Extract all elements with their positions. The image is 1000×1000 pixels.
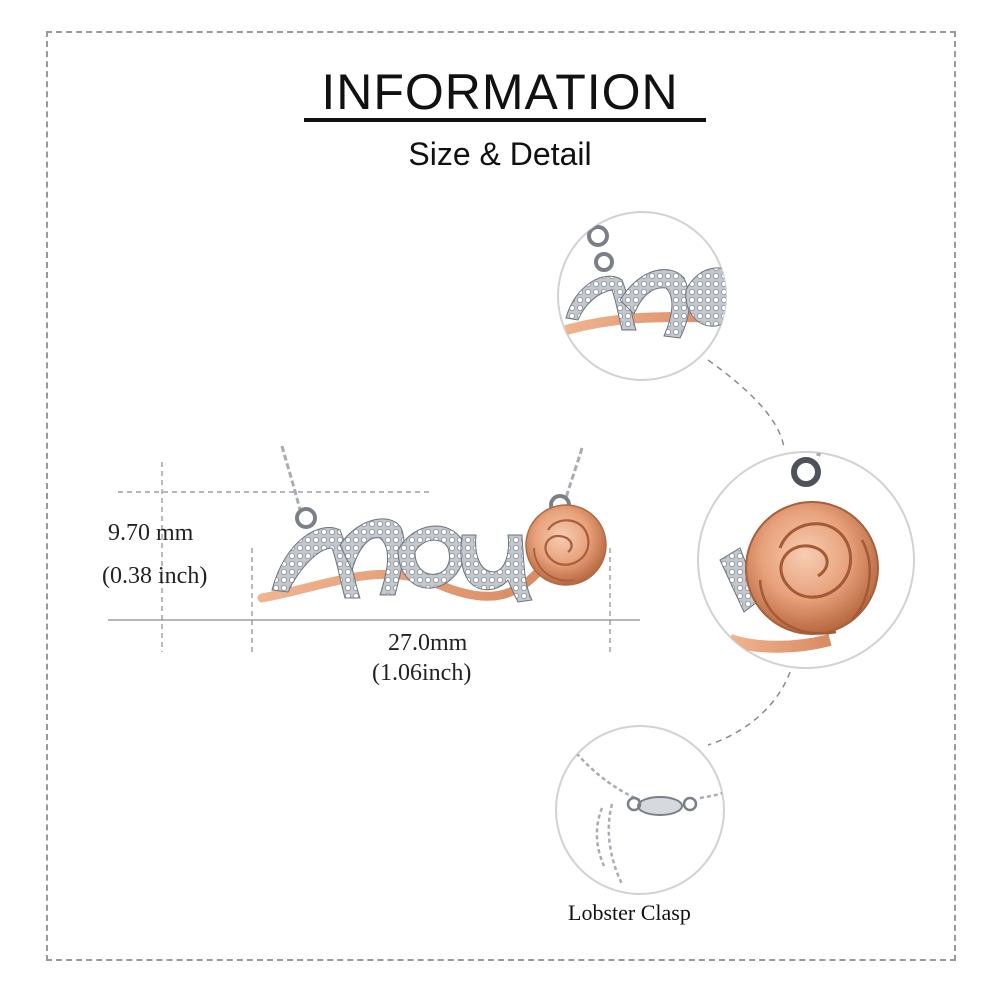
clasp-caption: Lobster Clasp (568, 900, 691, 925)
page-subtitle: Size & Detail (408, 136, 592, 172)
dashed-frame (46, 31, 956, 961)
detail-circle-clasp (555, 725, 725, 895)
title-underline (304, 118, 706, 122)
height-mm-label: 9.70 mm (108, 520, 194, 546)
height-inch-label: (0.38 inch) (102, 563, 208, 589)
main-pendant (257, 445, 607, 603)
page-title: INFORMATION (321, 64, 679, 120)
width-mm-label: 27.0mm (388, 630, 468, 656)
width-inch-label: (1.06inch) (372, 660, 472, 686)
dimension-guides (108, 462, 640, 655)
detail-circle-letters (557, 211, 727, 381)
detail-circle-rose (697, 451, 915, 669)
connector-line-bottom (707, 671, 791, 746)
connector-line-top (707, 359, 785, 449)
